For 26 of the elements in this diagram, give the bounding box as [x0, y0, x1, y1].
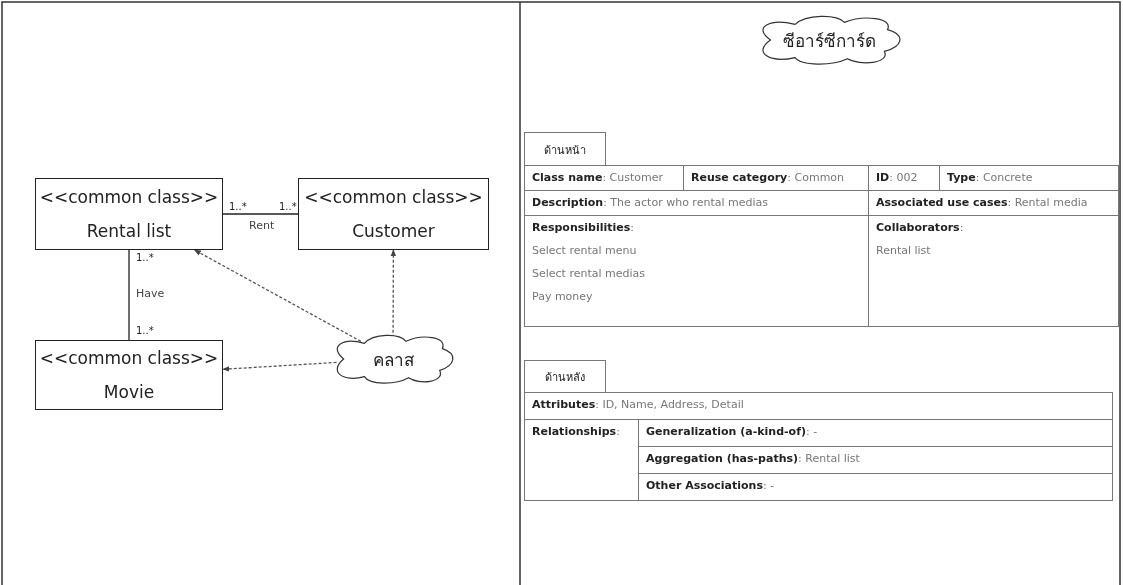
- table-cell: Relationships:: [524, 419, 639, 501]
- multiplicity-label: 1..*: [136, 325, 154, 336]
- cell-text: Collaborators:: [876, 221, 964, 235]
- edge-label: Have: [136, 287, 165, 300]
- multiplicity-label: 1..*: [136, 252, 154, 263]
- card-tab: ด้านหน้า: [524, 132, 606, 166]
- table-cell: Class name: Customer: [524, 165, 684, 191]
- cell-text: Responsibilities:: [532, 221, 634, 235]
- class-box: <<common class>> Movie: [35, 340, 223, 410]
- association-line: [222, 213, 299, 215]
- table-cell: Other Associations: -: [638, 473, 1113, 501]
- class-box: <<common class>> Rental list: [35, 178, 223, 250]
- dashed-arrow: [193, 249, 362, 342]
- cell-text: Rental list: [876, 244, 931, 258]
- table-cell: Attributes: ID, Name, Address, Detail: [524, 392, 1113, 420]
- association-line: [128, 249, 130, 341]
- dashed-arrow: [222, 361, 338, 372]
- class-box: <<common class>> Customer: [298, 178, 489, 250]
- table-cell: Type: Concrete: [939, 165, 1119, 191]
- cell-text: Select rental medias: [532, 267, 646, 281]
- edge-label: Rent: [249, 219, 275, 232]
- multiplicity-label: 1..*: [229, 201, 247, 212]
- cell-text: Select rental menu: [532, 244, 637, 258]
- card-tab: ด้านหลัง: [524, 360, 606, 393]
- cell-text: Pay money: [532, 290, 593, 304]
- multiplicity-label: 1..*: [279, 201, 297, 212]
